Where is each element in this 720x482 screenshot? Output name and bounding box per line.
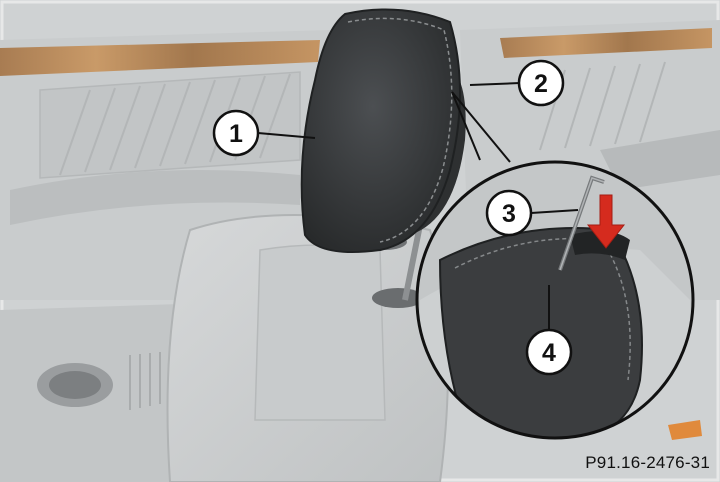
callout-3: 3 bbox=[485, 189, 579, 237]
seat-backrest bbox=[166, 214, 449, 482]
headrest bbox=[300, 8, 466, 254]
figure-reference: P91.16-2476-31 bbox=[585, 453, 710, 472]
seat-belt bbox=[600, 130, 720, 190]
callout-2-number: 2 bbox=[534, 70, 548, 98]
callout-4: 4 bbox=[525, 285, 573, 376]
push-direction-arrow bbox=[586, 194, 626, 249]
belt-buckle bbox=[668, 420, 702, 440]
callout-4-number: 4 bbox=[542, 339, 556, 367]
callout-2: 2 bbox=[469, 59, 565, 107]
wood-trim-right bbox=[500, 28, 712, 58]
callout-3-number: 3 bbox=[502, 200, 516, 228]
armrest bbox=[10, 170, 300, 225]
detail-circle-border bbox=[415, 160, 695, 440]
callout-1: 1 bbox=[212, 109, 316, 157]
callout-1-number: 1 bbox=[229, 120, 243, 148]
wood-trim-left bbox=[0, 40, 320, 76]
